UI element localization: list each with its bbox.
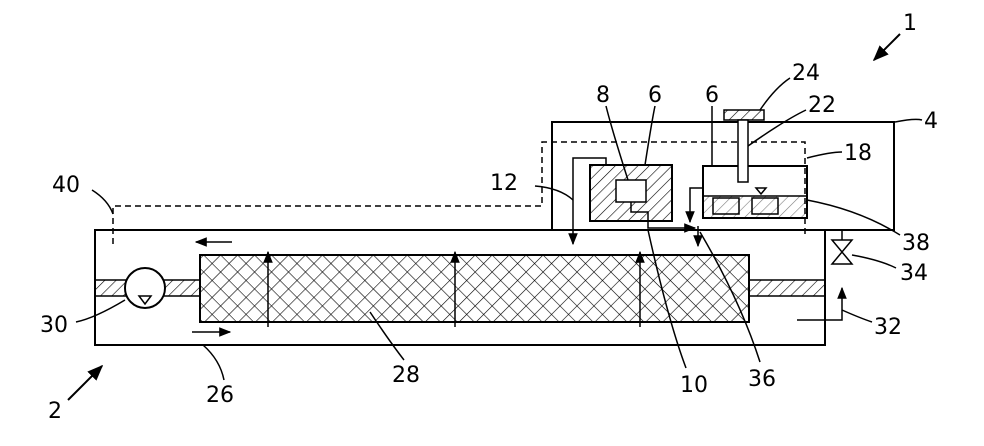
leader-24 bbox=[760, 78, 790, 110]
label-10: 10 bbox=[680, 373, 708, 398]
rod-22 bbox=[738, 120, 748, 182]
label-2: 2 bbox=[48, 399, 62, 424]
leader-6a bbox=[645, 106, 655, 165]
label-18: 18 bbox=[844, 141, 872, 166]
leader-32 bbox=[842, 310, 872, 322]
leader-4 bbox=[895, 119, 922, 122]
label-8: 8 bbox=[596, 83, 610, 108]
label-4: 4 bbox=[924, 109, 938, 134]
label-6b: 6 bbox=[705, 83, 719, 108]
valve-34 bbox=[832, 240, 852, 264]
leader-40 bbox=[92, 190, 113, 214]
leader-26 bbox=[203, 345, 224, 380]
dashed-connection-40 bbox=[113, 142, 805, 244]
arrow-1 bbox=[874, 34, 900, 60]
leader-12 bbox=[535, 186, 573, 200]
label-34: 34 bbox=[900, 261, 928, 286]
leader-30 bbox=[76, 300, 125, 322]
label-1: 1 bbox=[903, 11, 917, 36]
label-36: 36 bbox=[748, 367, 776, 392]
leader-34 bbox=[852, 255, 896, 268]
label-30: 30 bbox=[40, 313, 68, 338]
label-22: 22 bbox=[808, 93, 836, 118]
pipe-right bbox=[749, 280, 825, 296]
filter-block-28 bbox=[200, 255, 749, 322]
pump-30 bbox=[125, 268, 165, 308]
label-12: 12 bbox=[490, 171, 518, 196]
line-36-a bbox=[690, 188, 703, 222]
tank-bottom-hatch bbox=[703, 196, 807, 218]
label-38: 38 bbox=[902, 231, 930, 256]
label-32: 32 bbox=[874, 315, 902, 340]
cap-24 bbox=[724, 110, 764, 120]
label-6a: 6 bbox=[648, 83, 662, 108]
label-40: 40 bbox=[52, 173, 80, 198]
arrow-2 bbox=[68, 366, 102, 400]
chip-8 bbox=[616, 180, 646, 202]
level-symbol bbox=[756, 188, 766, 194]
label-28: 28 bbox=[392, 363, 420, 388]
label-24: 24 bbox=[792, 61, 820, 86]
leader-18 bbox=[807, 152, 842, 158]
label-26: 26 bbox=[206, 383, 234, 408]
